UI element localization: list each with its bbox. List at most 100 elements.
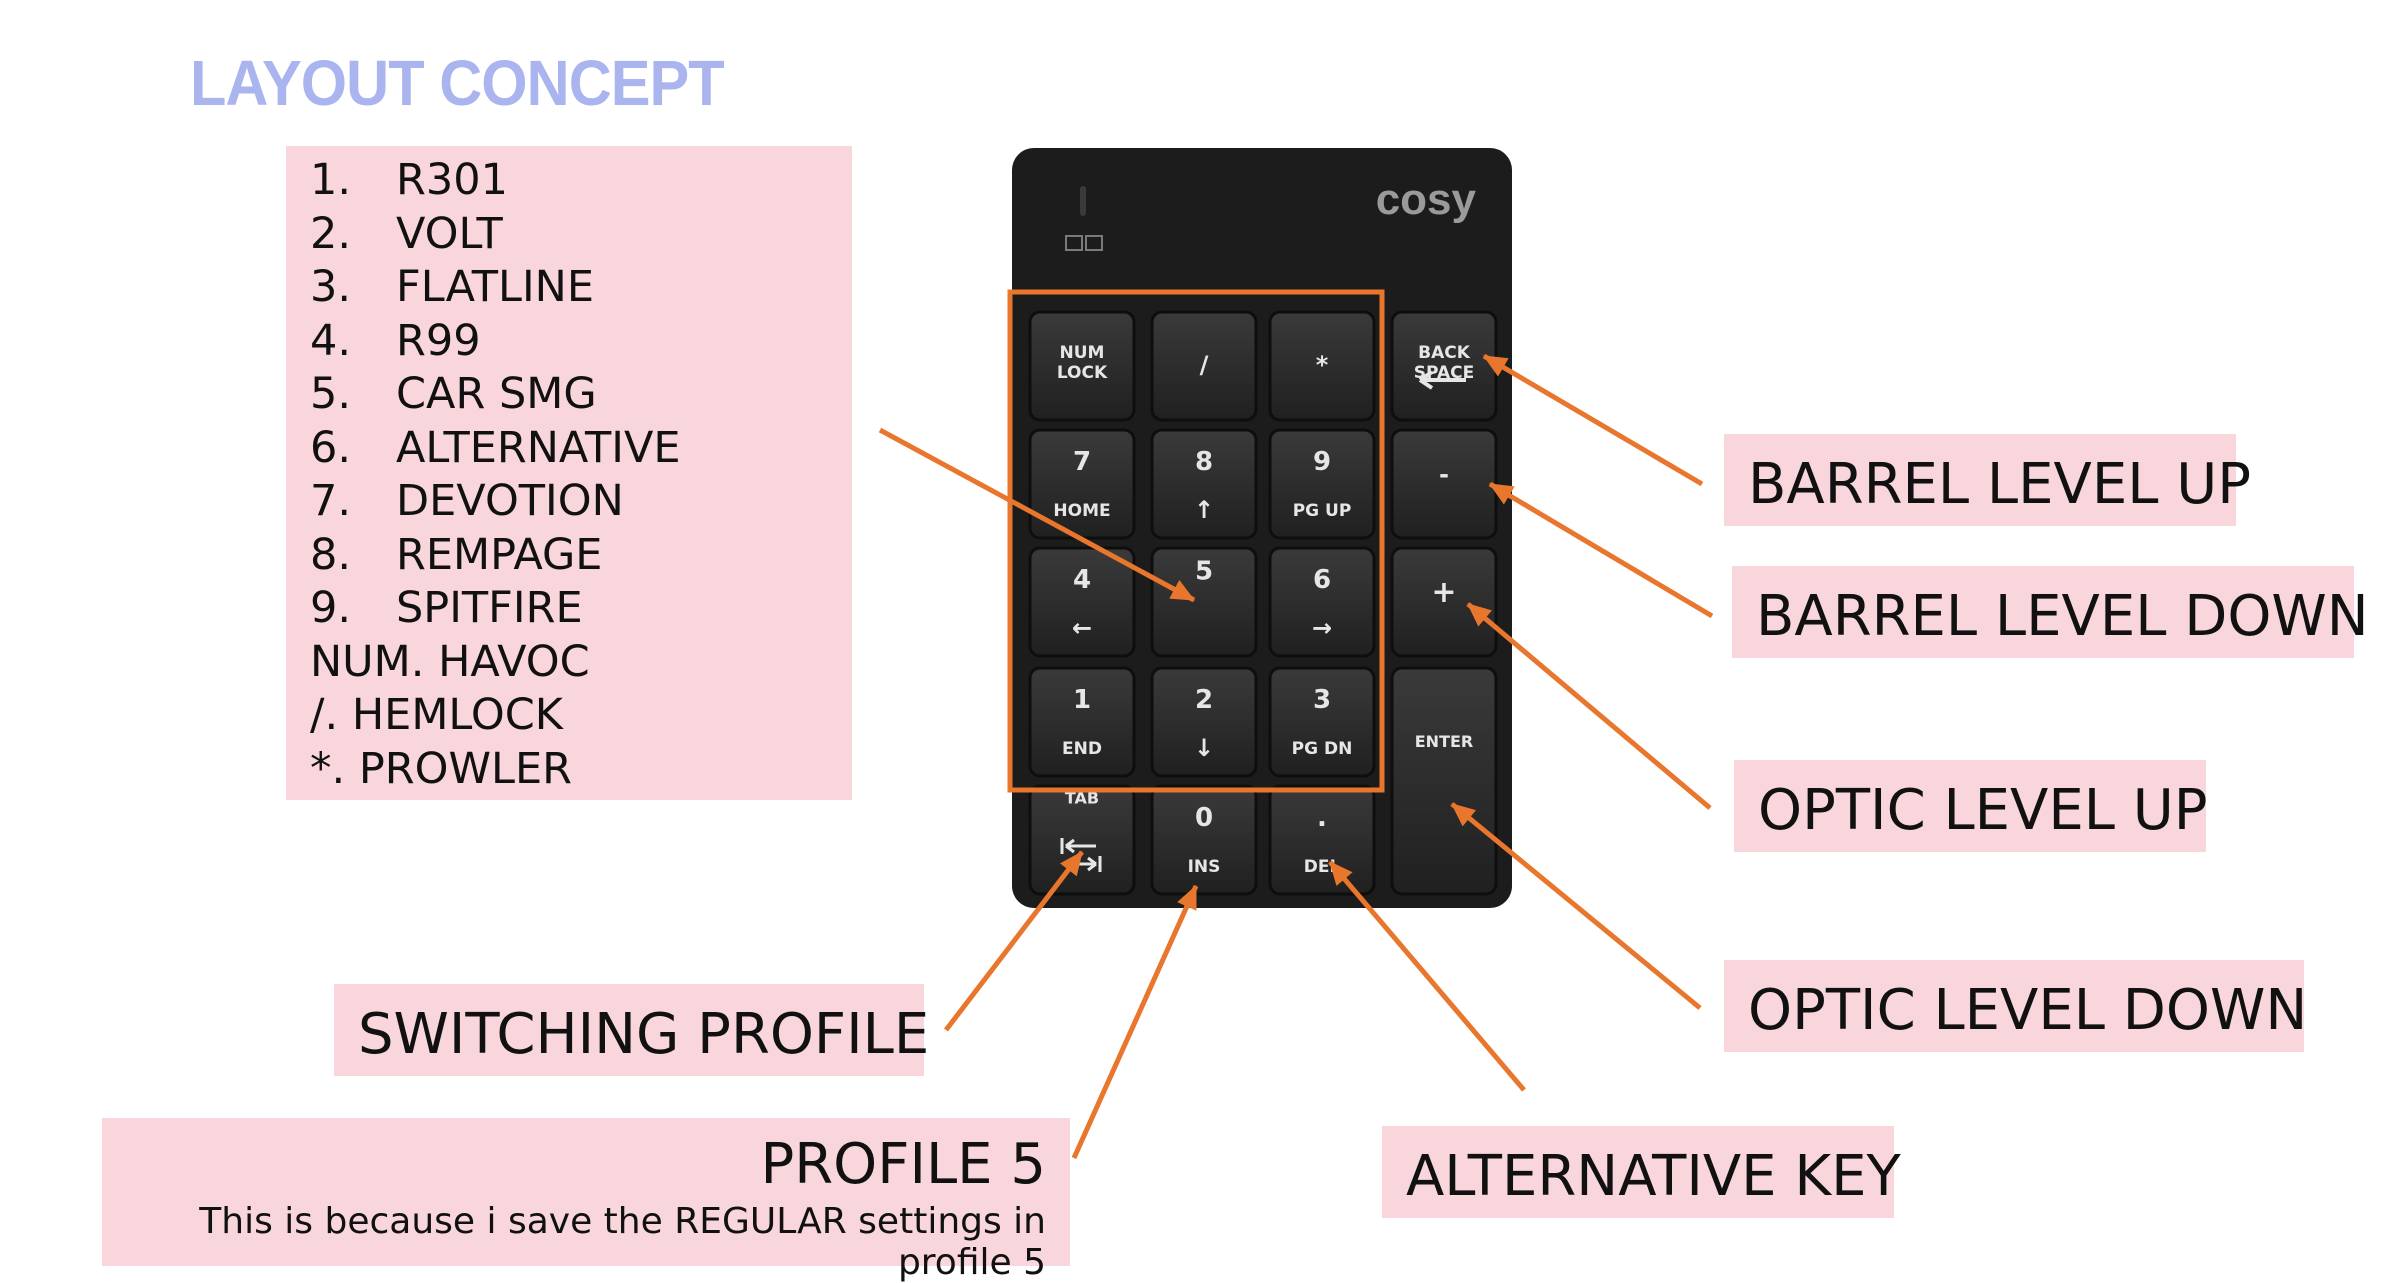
key-legend: TAB xyxy=(1065,788,1099,807)
key-legend: - xyxy=(1439,460,1449,488)
key-2[interactable]: 2↓ xyxy=(1150,666,1258,778)
list-item: 1.R301 xyxy=(286,154,852,208)
label-switching-profile: SWITCHING PROFILE xyxy=(334,984,929,1076)
key-star[interactable]: * xyxy=(1268,310,1376,422)
key-legend: 9 xyxy=(1313,447,1331,477)
key-legend: 4 xyxy=(1073,565,1091,595)
arrow-to-plus xyxy=(1466,602,1712,810)
keycap xyxy=(1390,666,1498,896)
brand-logo: cosy xyxy=(1376,175,1477,224)
key-legend: PG UP xyxy=(1293,501,1352,521)
key-plus[interactable]: + xyxy=(1390,546,1498,658)
keycap xyxy=(1268,784,1376,896)
key-3[interactable]: 3PG DN xyxy=(1268,666,1376,778)
key-legend: 5 xyxy=(1195,556,1213,586)
arrow-to-tab xyxy=(944,850,1084,1032)
list-item-name: DEVOTION xyxy=(396,476,624,526)
label-alternative-key: ALTERNATIVE KEY xyxy=(1382,1126,1901,1218)
key-legend: 8 xyxy=(1195,447,1213,477)
key-legend: ENTER xyxy=(1415,732,1473,751)
keycap xyxy=(1390,546,1498,658)
list-item: NUM. HAVOC xyxy=(310,636,590,687)
keycap xyxy=(1150,310,1258,422)
list-item-number: 7. xyxy=(310,476,352,526)
list-item-number: 3. xyxy=(310,262,352,312)
key-minus[interactable]: - xyxy=(1390,428,1498,540)
list-item-number: 9. xyxy=(310,583,352,633)
arrow-to-enter xyxy=(1450,802,1702,1010)
key-legend: ↑ xyxy=(1194,496,1214,524)
numpad-highlight-frame xyxy=(1007,289,1385,793)
keycap xyxy=(1150,428,1258,540)
left-arrow-icon xyxy=(1418,370,1466,390)
profile-5-title: PROFILE 5 xyxy=(760,1132,1047,1197)
list-item: 6. ALTERNATIVE xyxy=(286,422,852,476)
label-optic-level-up: OPTIC LEVEL UP xyxy=(1734,760,2208,852)
key-legend: / xyxy=(1200,351,1209,379)
key-legend: NUM xyxy=(1060,343,1105,363)
list-item-number: 1. xyxy=(310,155,352,205)
list-item: 8.REMPAGE xyxy=(286,529,852,583)
key-legend: * xyxy=(1316,351,1329,379)
keycap xyxy=(1268,546,1376,658)
list-item-name: VOLT xyxy=(396,208,503,259)
list-item-number: 6. xyxy=(310,422,352,473)
keycap xyxy=(1028,310,1136,422)
key-tab[interactable]: TAB xyxy=(1028,784,1136,896)
key-legend: + xyxy=(1431,575,1456,610)
keycap xyxy=(1028,546,1136,658)
label-barrel-level-down: BARREL LEVEL DOWN xyxy=(1732,566,2369,658)
key-legend: ↓ xyxy=(1194,734,1214,762)
list-item-name: R99 xyxy=(396,315,481,366)
key-legend: 0 xyxy=(1195,803,1213,833)
key-legend: END xyxy=(1062,739,1102,759)
profile-5-note: This is because i save the REGULAR setti… xyxy=(199,1201,1046,1283)
key-4[interactable]: 4← xyxy=(1028,546,1136,658)
key-legend: → xyxy=(1312,614,1332,642)
key-legend: 1 xyxy=(1073,685,1091,715)
keycap xyxy=(1390,428,1498,540)
key-6[interactable]: 6→ xyxy=(1268,546,1376,658)
keycap xyxy=(1028,666,1136,778)
key-slash[interactable]: / xyxy=(1150,310,1258,422)
tab-arrows-icon xyxy=(1060,838,1102,872)
key-8[interactable]: 8↑ xyxy=(1150,428,1258,540)
label-profile-5: PROFILE 5 This is because i save the REG… xyxy=(102,1118,1070,1283)
key-legend: . xyxy=(1317,803,1327,833)
key-5[interactable]: 5 xyxy=(1150,546,1258,658)
list-item-number: 4. xyxy=(310,315,352,366)
key-legend: BACK xyxy=(1418,343,1471,363)
key-enter[interactable]: ENTER xyxy=(1390,666,1498,896)
label-optic-level-down: OPTIC LEVEL DOWN xyxy=(1724,960,2307,1052)
list-item: 2.VOLT xyxy=(286,208,852,262)
key-legend: INS xyxy=(1188,857,1221,877)
arrow-to-key-5 xyxy=(878,427,1196,603)
key-legend: 3 xyxy=(1313,685,1331,715)
keycap xyxy=(1268,428,1376,540)
keycap xyxy=(1150,666,1258,778)
list-item: *. PROWLER xyxy=(310,743,573,794)
list-item-number: 8. xyxy=(310,529,352,580)
arrow-to-minus xyxy=(1488,481,1714,619)
key-dot[interactable]: .DEL xyxy=(1268,784,1376,896)
key-9[interactable]: 9 PG UP xyxy=(1268,428,1376,540)
label-barrel-level-up: BARREL LEVEL UP xyxy=(1724,434,2251,526)
key-legend: LOCK xyxy=(1057,363,1108,383)
list-item: 4. R99 xyxy=(286,315,852,369)
keycap xyxy=(1028,784,1136,896)
keypad-body xyxy=(1012,148,1512,908)
list-item-name: ALTERNATIVE xyxy=(396,422,681,473)
arrow-to-ins xyxy=(1071,884,1199,1160)
arrow-to-del xyxy=(1328,860,1526,1092)
list-item: 9. SPITFIRE xyxy=(286,582,852,636)
list-item: 3.FLATLINE xyxy=(286,261,852,315)
key-legend: HOME xyxy=(1053,501,1110,521)
list-item-name: SPITFIRE xyxy=(396,583,583,633)
